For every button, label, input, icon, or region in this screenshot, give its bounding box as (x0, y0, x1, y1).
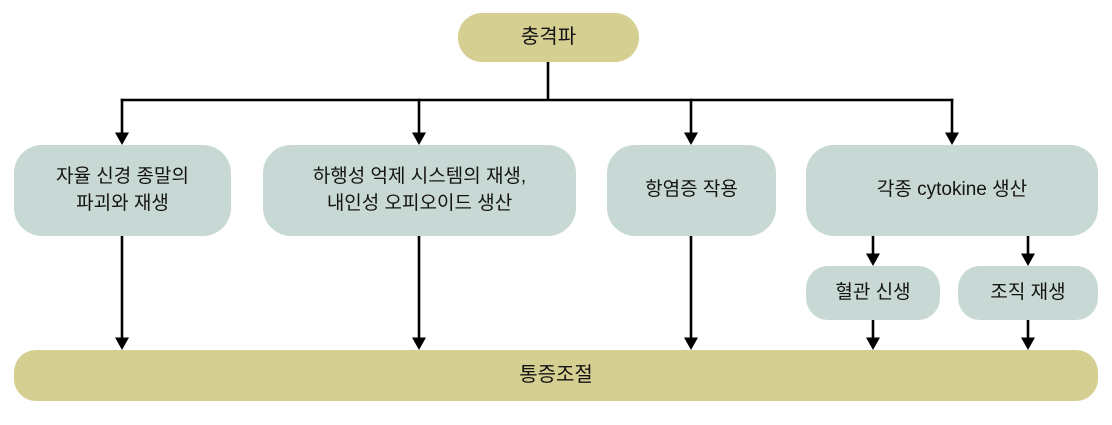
node-anti-inflammatory-label: 항염증 작용 (645, 179, 738, 201)
node-pain-control-label: 통증조절 (519, 363, 593, 386)
arrow-rail-to-branch-4 (945, 98, 959, 145)
arrow-rail-to-branch-2 (412, 98, 426, 145)
node-pain-control: 통증조절 (14, 350, 1098, 401)
arrow-branch-4-to-sub-1 (866, 235, 880, 266)
node-cytokine-production: 각종 cytokine 생산 (806, 145, 1098, 236)
arrow-branch-2-to-outcome (412, 235, 426, 350)
node-tissue-regeneration-label: 조직 재생 (990, 281, 1066, 303)
arrow-branch-3-to-outcome (684, 235, 698, 350)
node-angiogenesis-label: 혈관 신생 (835, 281, 911, 303)
arrow-branch-4-to-sub-2 (1021, 235, 1035, 266)
arrow-rail-to-branch-1 (115, 98, 129, 145)
node-shockwave: 충격파 (458, 13, 639, 62)
node-anti-inflammatory: 항염증 작용 (607, 145, 776, 236)
node-descending-inhibition-opioid: 하행성 억제 시스템의 재생, 내인성 오피오이드 생산 (263, 145, 576, 236)
arrow-sub-2-to-outcome (1021, 319, 1035, 350)
node-tissue-regeneration: 조직 재생 (958, 266, 1098, 320)
arrow-branch-1-to-outcome (115, 235, 129, 350)
arrow-sub-1-to-outcome (866, 319, 880, 350)
node-autonomic-nerve-endings: 자율 신경 종말의 파괴와 재생 (14, 145, 231, 236)
node-shockwave-label: 충격파 (520, 25, 577, 48)
node-angiogenesis: 혈관 신생 (806, 266, 940, 320)
node-cytokine-production-label: 각종 cytokine 생산 (876, 179, 1028, 201)
node-autonomic-nerve-endings-label: 자율 신경 종말의 파괴와 재생 (56, 166, 189, 214)
node-descending-inhibition-opioid-label: 하행성 억제 시스템의 재생, 내인성 오피오이드 생산 (312, 166, 527, 214)
arrow-rail-to-branch-3 (684, 98, 698, 145)
